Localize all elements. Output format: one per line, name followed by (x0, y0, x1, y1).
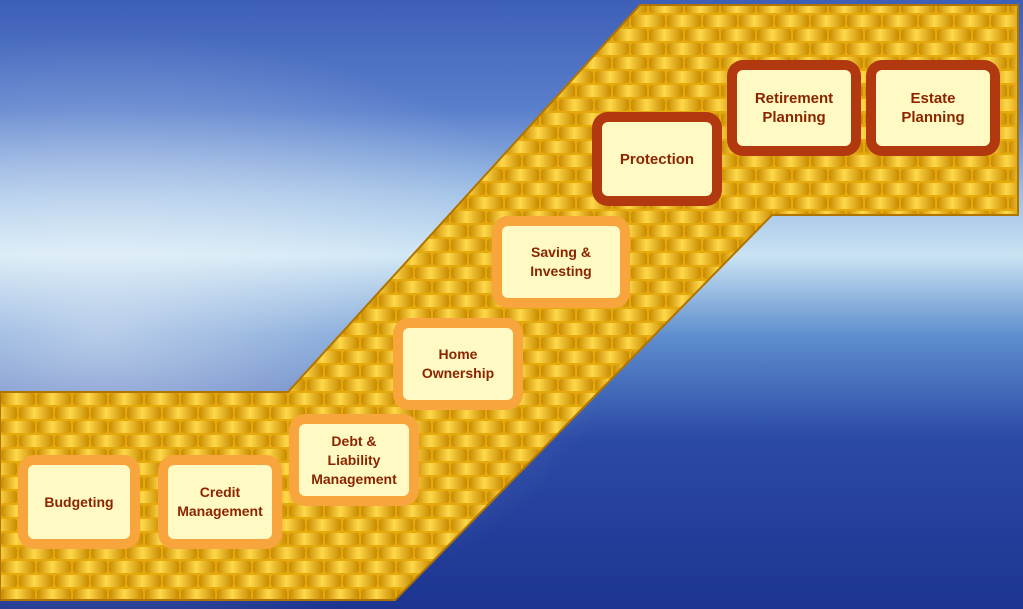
stage-saving-investing[interactable]: Saving &Investing (492, 216, 630, 308)
stage-label-saving-investing: Saving &Investing (502, 226, 620, 298)
stage-label-budgeting: Budgeting (28, 465, 130, 539)
stage-budgeting[interactable]: Budgeting (18, 455, 140, 549)
stage-protection[interactable]: Protection (592, 112, 722, 206)
stage-label-protection: Protection (602, 122, 712, 196)
